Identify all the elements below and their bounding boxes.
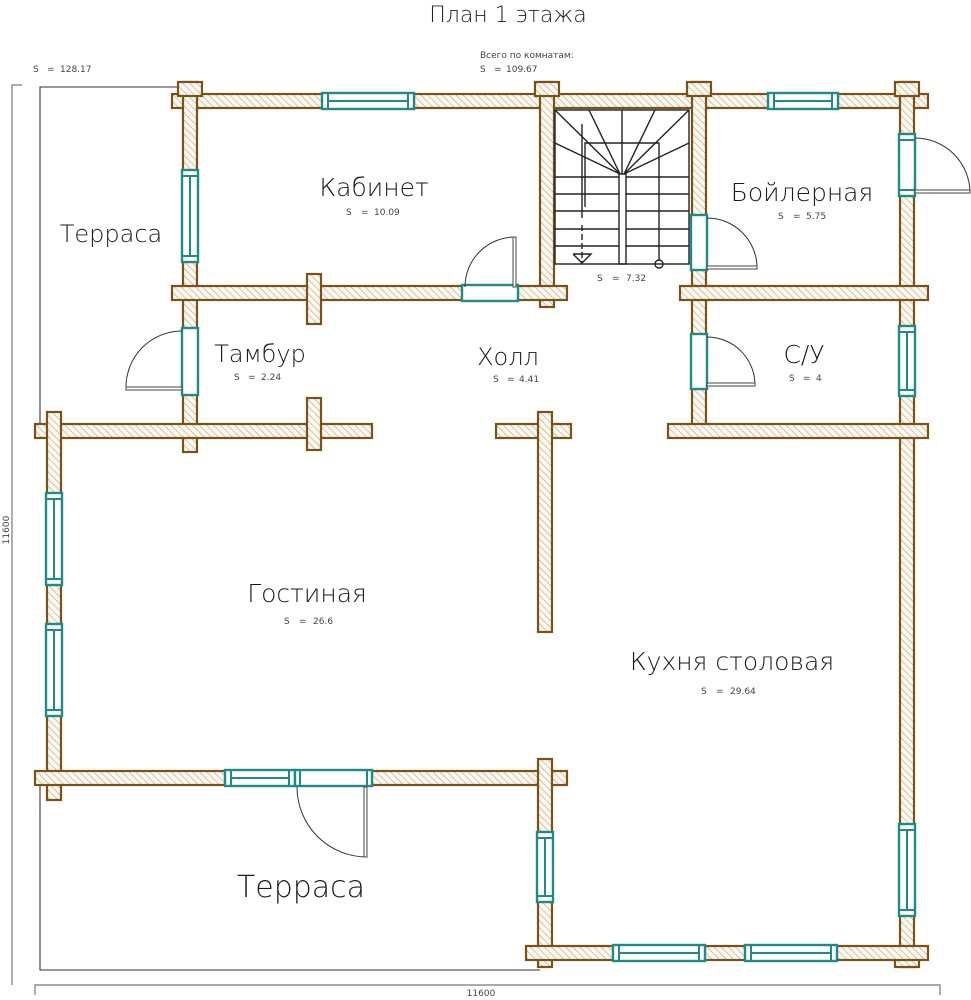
dimension-height-label: 11600 (2, 515, 12, 544)
room-name: Кухня столовая (630, 647, 834, 676)
room-label-kuhnya: Кухня столовая S = 29.64 (630, 647, 834, 697)
room-name: Терраса (237, 870, 365, 905)
dimension-line-horizontal (34, 984, 941, 995)
room-label-tambur: Тамбур S = 2.24 (214, 340, 306, 383)
door-terrace (296, 786, 368, 858)
window (897, 132, 917, 198)
total-area-symbol: S (33, 65, 39, 75)
svg-text:=: = (612, 274, 620, 284)
room-name: Тамбур (214, 340, 306, 368)
dimension-line-vertical (11, 84, 22, 985)
window (180, 326, 200, 397)
svg-text:=: = (803, 374, 811, 384)
door-su (706, 336, 756, 387)
svg-text:S: S (597, 274, 603, 284)
room-name: Кабинет (319, 173, 428, 202)
window (44, 491, 64, 587)
svg-text:S: S (234, 373, 240, 383)
window (689, 332, 709, 391)
room-label-gostinaya: Гостиная S = 26.6 (247, 579, 367, 627)
room-name: Холл (477, 343, 539, 371)
window (766, 91, 840, 111)
window (689, 213, 709, 272)
window (320, 91, 416, 111)
svg-text:S: S (789, 374, 795, 384)
svg-text:S: S (778, 212, 784, 222)
window (460, 283, 520, 303)
svg-text:=: = (299, 617, 307, 627)
room-name: Бойлерная (731, 178, 874, 207)
window (897, 822, 917, 918)
rooms-total-symbol: S (480, 65, 486, 75)
terrace-left-outline (39, 86, 180, 425)
plan-title: План 1 этажа (429, 3, 587, 28)
room-area: 7.32 (626, 274, 646, 284)
window (44, 622, 64, 718)
window (293, 768, 374, 788)
window (897, 324, 917, 398)
svg-text:S: S (346, 208, 352, 218)
doors (125, 137, 971, 858)
room-label-terrace-left: Терраса (60, 220, 163, 248)
room-area: 26.6 (313, 617, 333, 627)
door-boiler-stairs (706, 217, 758, 270)
windows (44, 91, 917, 963)
staircase (554, 109, 690, 269)
svg-text:=: = (507, 375, 515, 385)
window (223, 768, 297, 788)
svg-text:S: S (493, 375, 499, 385)
room-area: 10.09 (374, 208, 400, 218)
dimension-width-label: 11600 (467, 989, 496, 999)
dimension-lines: 11600 11600 (2, 84, 941, 999)
room-name: Терраса (60, 220, 163, 248)
rooms-total-label: Всего по комнатам: S = 109.67 (480, 51, 574, 75)
room-label-su: С/У S = 4 (783, 340, 824, 384)
svg-text:=: = (361, 208, 369, 218)
window (535, 830, 555, 904)
room-area: 29.64 (730, 687, 756, 697)
rooms-total-value: 109.67 (506, 65, 538, 75)
room-label-boiler: Бойлерная S = 5.75 (731, 178, 874, 222)
room-name: Гостиная (247, 579, 367, 608)
svg-text:=: = (248, 373, 256, 383)
svg-text:=: = (793, 212, 801, 222)
door-boiler-exterior (914, 137, 971, 194)
door-kabinet (464, 236, 517, 288)
room-area: 2.24 (261, 373, 281, 383)
room-label-kabinet: Кабинет S = 10.09 (319, 173, 428, 218)
room-area: 5.75 (806, 212, 826, 222)
room-area: 4 (816, 374, 822, 384)
svg-text:=: = (494, 65, 502, 75)
window (743, 943, 839, 963)
svg-text:=: = (47, 65, 55, 75)
window (180, 168, 200, 264)
svg-text:S: S (284, 617, 290, 627)
door-tambur (125, 330, 183, 391)
total-area-value: 128.17 (60, 65, 92, 75)
room-label-holl: Холл S = 4.41 (477, 343, 539, 385)
total-area-label: S = 128.17 (33, 65, 92, 75)
room-area: 4.41 (519, 375, 539, 385)
svg-text:S: S (701, 687, 707, 697)
svg-text:=: = (716, 687, 724, 697)
room-label-stairs: S = 7.32 (597, 274, 646, 284)
room-label-terrace-bottom: Терраса (237, 870, 365, 905)
rooms-total-caption: Всего по комнатам: (480, 51, 574, 61)
room-name: С/У (783, 340, 824, 369)
terrace-bottom-outline (39, 785, 540, 971)
window (611, 943, 707, 963)
